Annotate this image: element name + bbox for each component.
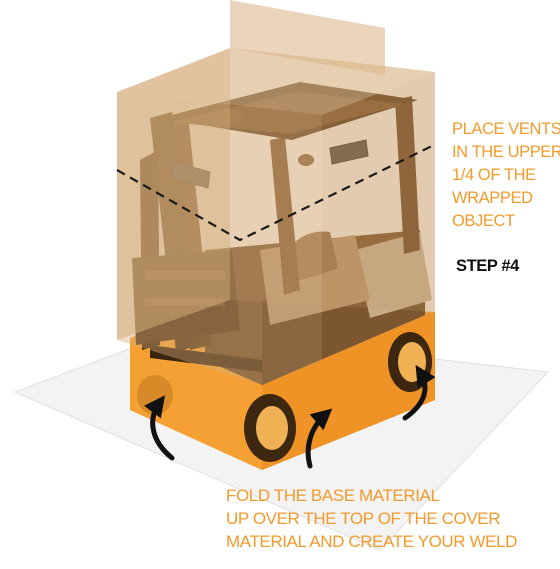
vents-line: IN THE UPPER [452,141,560,164]
fold-line: UP OVER THE TOP OF THE COVER [226,507,556,530]
vents-line: OBJECT [452,210,560,233]
fold-line: MATERIAL AND CREATE YOUR WELD [226,530,556,553]
vents-line: PLACE VENTS [452,118,560,141]
vents-line: 1/4 OF THE [452,164,560,187]
fold-instruction: FOLD THE BASE MATERIAL UP OVER THE TOP O… [226,484,556,553]
vents-line: WRAPPED [452,187,560,210]
vents-instruction: PLACE VENTS IN THE UPPER 1/4 OF THE WRAP… [452,118,560,233]
step-label: STEP #4 [456,257,519,276]
fold-line: FOLD THE BASE MATERIAL [226,484,556,507]
